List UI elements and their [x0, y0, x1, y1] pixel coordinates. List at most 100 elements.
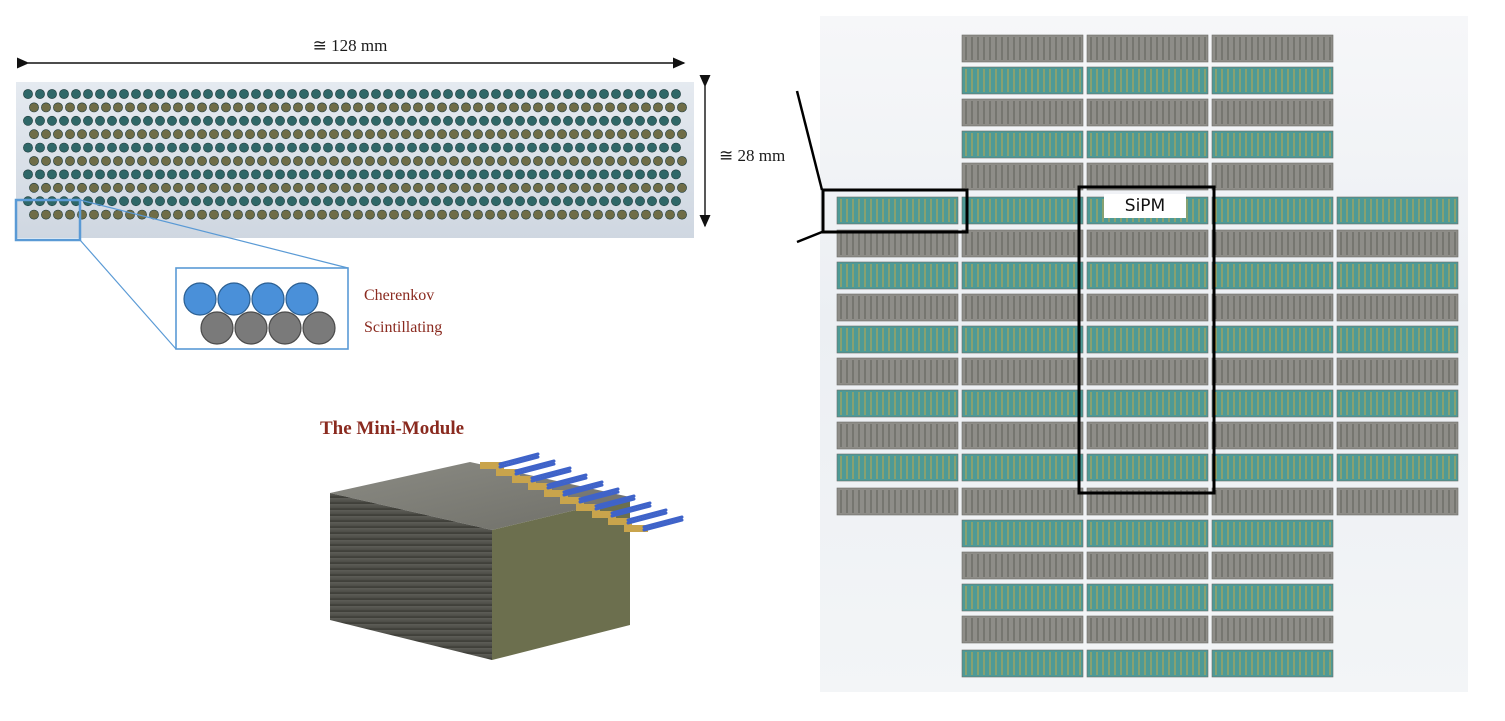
fiber — [425, 156, 435, 166]
fiber — [77, 129, 87, 140]
fiber — [107, 169, 117, 180]
fiber — [365, 182, 375, 193]
fiber — [533, 182, 543, 193]
detector-tile — [836, 325, 959, 354]
fiber — [95, 89, 105, 99]
detector-tile — [961, 98, 1084, 127]
cherenkov-fiber-icon — [251, 282, 285, 316]
fiber — [629, 102, 639, 113]
fiber — [317, 129, 327, 140]
fiber — [395, 169, 405, 180]
detector-tile — [1211, 615, 1334, 644]
fiber — [143, 89, 153, 99]
fiber — [365, 209, 375, 220]
fiber — [605, 102, 615, 113]
fiber — [347, 142, 357, 153]
detector-tile — [836, 293, 959, 322]
fiber — [665, 129, 675, 140]
fiber — [41, 156, 51, 166]
fiber — [353, 102, 363, 113]
fiber — [29, 156, 39, 166]
fiber — [659, 115, 669, 126]
fiber — [509, 129, 519, 140]
fiber — [35, 169, 45, 180]
fiber — [401, 209, 411, 220]
fiber — [161, 209, 171, 220]
fiber — [71, 169, 81, 180]
fiber — [533, 102, 543, 113]
fiber — [185, 156, 195, 166]
fiber — [59, 89, 69, 99]
fiber — [155, 89, 165, 99]
fiber — [641, 102, 651, 113]
fiber — [539, 115, 549, 126]
fiber — [191, 115, 201, 126]
fiber — [281, 209, 291, 220]
fiber — [503, 169, 513, 180]
fiber — [491, 89, 501, 99]
detector-tile — [1086, 453, 1209, 482]
fiber — [59, 115, 69, 126]
fiber — [167, 196, 177, 207]
fiber — [677, 102, 687, 113]
detector-tile — [1211, 196, 1334, 225]
fiber — [233, 129, 243, 140]
fiber — [611, 169, 621, 180]
fiber — [461, 209, 471, 220]
detector-tile — [1211, 130, 1334, 159]
fiber — [671, 115, 681, 126]
readout-board — [512, 476, 536, 483]
fiber — [323, 89, 333, 99]
fiber — [395, 196, 405, 207]
fiber — [467, 169, 477, 180]
fiber — [653, 102, 663, 113]
fiber — [419, 142, 429, 153]
fiber — [185, 182, 195, 193]
fiber — [359, 89, 369, 99]
fiber — [95, 142, 105, 153]
fiber — [71, 89, 81, 99]
fiber — [323, 115, 333, 126]
fiber — [641, 209, 651, 220]
fiber — [89, 129, 99, 140]
fiber — [137, 129, 147, 140]
fiber — [275, 142, 285, 153]
fiber — [563, 196, 573, 207]
fiber — [29, 209, 39, 220]
fiber — [353, 182, 363, 193]
fiber — [407, 142, 417, 153]
fiber — [527, 89, 537, 99]
fiber — [443, 142, 453, 153]
fiber — [455, 115, 465, 126]
fiber — [299, 142, 309, 153]
fiber — [593, 209, 603, 220]
fiber — [47, 142, 57, 153]
fiber — [611, 142, 621, 153]
fiber — [95, 115, 105, 126]
fiber — [407, 196, 417, 207]
fiber — [383, 142, 393, 153]
detector-tile — [1086, 34, 1209, 63]
detector-tile — [836, 229, 959, 258]
fiber — [665, 156, 675, 166]
module-side-face — [492, 497, 630, 660]
fiber — [155, 196, 165, 207]
fiber — [83, 142, 93, 153]
fiber — [503, 196, 513, 207]
fiber — [515, 169, 525, 180]
fiber — [95, 196, 105, 207]
fiber — [47, 115, 57, 126]
detector-tile — [836, 196, 959, 225]
fiber — [635, 142, 645, 153]
fiber — [245, 129, 255, 140]
detector-tile — [1211, 357, 1334, 386]
fiber — [341, 102, 351, 113]
fiber — [413, 209, 423, 220]
fiber — [371, 142, 381, 153]
fiber — [143, 169, 153, 180]
fiber — [581, 156, 591, 166]
fiber — [35, 115, 45, 126]
fiber — [131, 169, 141, 180]
sipm-label: SiPM — [1104, 194, 1186, 218]
fiber — [581, 102, 591, 113]
